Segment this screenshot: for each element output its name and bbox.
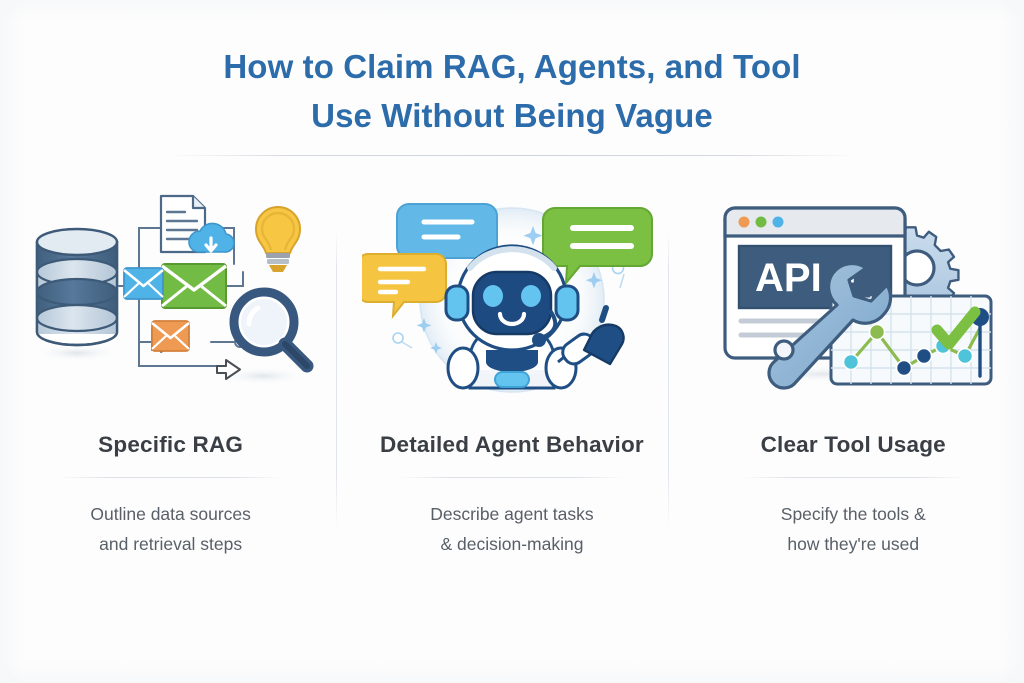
column-heading-divider-3 bbox=[740, 477, 966, 478]
traffic-dot-green bbox=[755, 216, 767, 228]
column-body-specific-rag: Outline data sources and retrieval steps bbox=[90, 499, 251, 559]
green-envelope-icon bbox=[160, 263, 227, 309]
column-body-line-2: and retrieval steps bbox=[99, 534, 243, 554]
wrench-icon bbox=[767, 261, 893, 390]
traffic-dot-blue bbox=[772, 216, 784, 228]
robot-avatar-icon bbox=[444, 244, 625, 390]
database-shadow bbox=[30, 344, 123, 362]
traffic-light-dots bbox=[738, 216, 784, 228]
api-tools-illustration: API – bbox=[703, 190, 1003, 405]
column-body-line-1: Outline data sources bbox=[90, 504, 251, 524]
column-body-line-1: Describe agent tasks bbox=[430, 504, 594, 524]
page-title-line-2: Use Without Being Vague bbox=[311, 97, 713, 134]
orange-envelope-icon bbox=[150, 320, 190, 352]
title-divider bbox=[168, 155, 856, 156]
database-cylinder-icon bbox=[35, 227, 118, 347]
column-body-line-2: & decision-making bbox=[440, 534, 584, 554]
robot-waving-hand-icon bbox=[556, 305, 625, 366]
robot-headset-icon bbox=[531, 310, 558, 347]
magnifier-shadow bbox=[216, 367, 309, 385]
rag-data-pipeline-illustration bbox=[21, 190, 321, 405]
robot-smile bbox=[497, 311, 527, 327]
traffic-dot-orange bbox=[738, 216, 750, 228]
column-body-line-2: how they're used bbox=[787, 534, 920, 554]
column-detailed-agent-behavior: Detailed Agent Behavior Describe agent t… bbox=[341, 190, 682, 559]
speech-bubble-yellow bbox=[361, 253, 447, 320]
blue-envelope-icon bbox=[122, 267, 164, 300]
column-clear-tool-usage: API – bbox=[683, 190, 1024, 559]
columns-container: Specific RAG Outline data sources and re… bbox=[0, 190, 1024, 559]
page-title-line-1: How to Claim RAG, Agents, and Tool bbox=[223, 48, 801, 85]
sparkle-lines bbox=[401, 273, 625, 349]
column-heading-detailed-agent-behavior: Detailed Agent Behavior bbox=[380, 432, 644, 457]
lightbulb-icon bbox=[254, 206, 301, 272]
page-title: How to Claim RAG, Agents, and Tool Use W… bbox=[0, 42, 1024, 140]
column-body-clear-tool-usage: Specify the tools & how they're used bbox=[781, 499, 926, 559]
robot-ear-right bbox=[554, 284, 580, 322]
column-heading-divider-2 bbox=[399, 477, 625, 478]
robot-eye-right bbox=[520, 285, 541, 307]
column-heading-clear-tool-usage: Clear Tool Usage bbox=[760, 432, 946, 457]
column-heading-divider-1 bbox=[58, 477, 284, 478]
column-specific-rag: Specific RAG Outline data sources and re… bbox=[0, 190, 341, 559]
cloud-download-icon bbox=[187, 222, 235, 253]
column-divider-2 bbox=[668, 232, 669, 530]
robot-ear-left bbox=[444, 284, 470, 322]
column-divider-1 bbox=[336, 232, 337, 530]
speech-bubble-green bbox=[541, 207, 653, 287]
robot-eye-left bbox=[482, 285, 503, 307]
column-body-detailed-agent-behavior: Describe agent tasks & decision-making bbox=[430, 499, 593, 559]
column-body-line-1: Specify the tools & bbox=[780, 504, 926, 524]
column-heading-specific-rag: Specific RAG bbox=[98, 432, 244, 457]
chatbot-robot-illustration bbox=[361, 190, 662, 405]
arrow-icon bbox=[215, 359, 241, 380]
green-check-icon bbox=[931, 306, 981, 350]
magnifying-glass-icon bbox=[229, 287, 314, 373]
